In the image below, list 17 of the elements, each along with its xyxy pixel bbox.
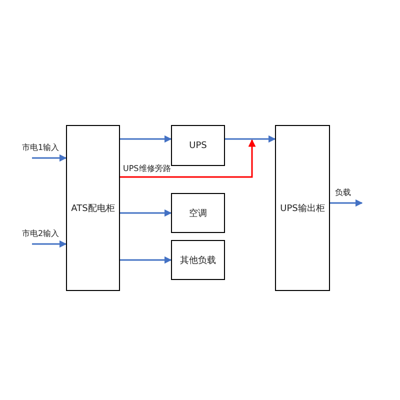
arrow — [330, 199, 363, 207]
cabinet-box: 空调 — [171, 193, 225, 233]
arrow — [120, 139, 256, 178]
cabinet-box: ATS配电柜 — [66, 125, 120, 291]
edge-label: 市电1输入 — [22, 143, 60, 153]
arrow — [120, 256, 172, 264]
cabinet-box: UPS — [171, 125, 225, 166]
edge-label: UPS维修旁路 — [123, 164, 171, 174]
arrow — [120, 209, 172, 217]
cabinet-box: 其他负载 — [171, 240, 225, 280]
arrow — [32, 240, 67, 248]
arrow — [120, 135, 172, 143]
cabinet-box: UPS输出柜 — [275, 125, 330, 291]
arrow — [225, 135, 276, 143]
edge-label: 市电2输入 — [22, 229, 60, 239]
edge-label: 负载 — [335, 188, 351, 198]
arrow — [32, 154, 67, 162]
